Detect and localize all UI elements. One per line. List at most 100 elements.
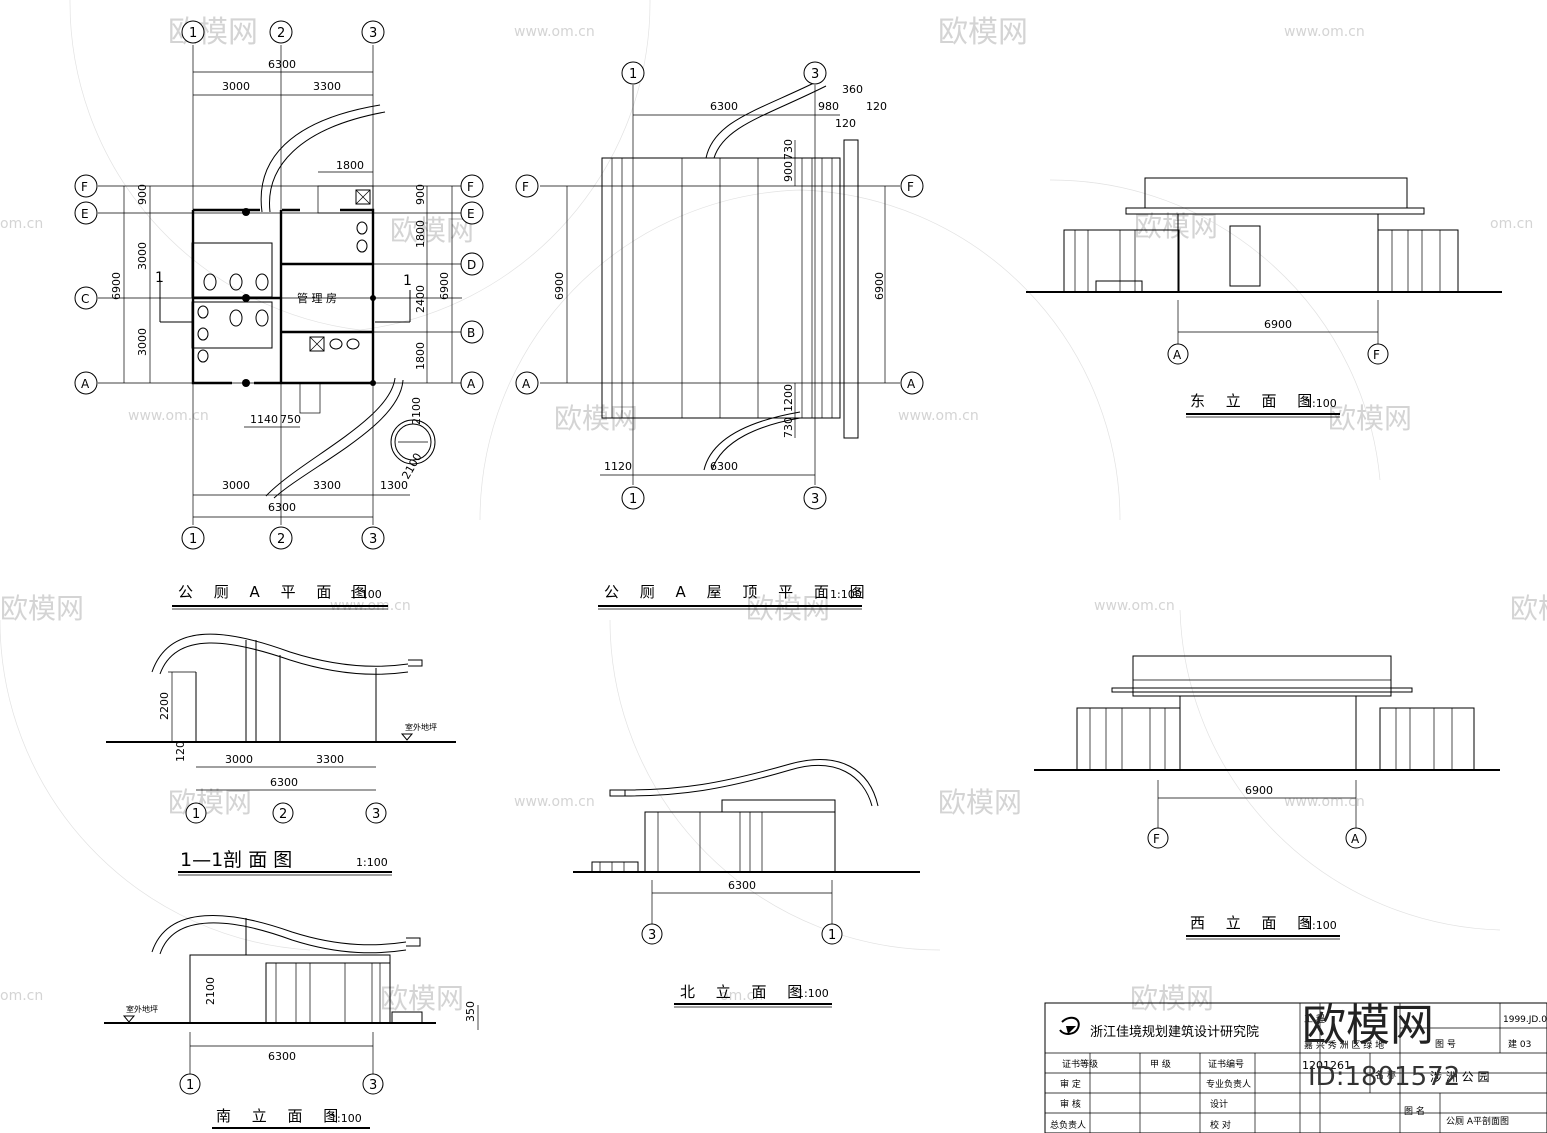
grid-bubble-b: B: [467, 326, 475, 340]
grid-bubble-f: F: [907, 180, 914, 194]
dim-left-3000b: 3000: [136, 328, 149, 356]
project-name: 涉 洲 公 园: [1430, 1070, 1489, 1084]
watermark-site: om.cn: [720, 988, 763, 1004]
roof-scale: 1:100: [830, 588, 862, 601]
dim-bottom-bay-1: 3000: [222, 479, 250, 492]
grid-bubble-3: 3: [811, 492, 819, 507]
watermark-brand: 欧模网: [1328, 402, 1412, 435]
section-mark-right: 1: [403, 273, 412, 289]
dim-manager-width: 1800: [336, 159, 364, 172]
institute-logo-icon: [1059, 1016, 1080, 1035]
roof-dim-730-top: 730: [782, 139, 795, 160]
north-dim-6300: 6300: [728, 879, 756, 892]
west-title: 西 立 面 图: [1190, 914, 1320, 932]
roof-plan: 6300 980 360 120 120 730 900 1200 730 69…: [515, 61, 924, 610]
grid-bubble-3: 3: [369, 532, 377, 547]
grid-bubble-c: C: [81, 292, 89, 306]
sheet-number: 建 03: [1508, 1038, 1531, 1050]
grid-bubbles-roof: 1 3 1 3 F A F A: [515, 61, 924, 510]
roof-dim-900: 900: [782, 161, 795, 182]
dim-tank-bottom: 2100: [399, 451, 424, 482]
roof-dim-6300-top: 6300: [710, 100, 738, 113]
dim-bottom-total: 6300: [268, 501, 296, 514]
watermark-brand: 欧模网: [390, 214, 474, 247]
section-mark-left: 1: [155, 270, 164, 286]
east-scale: 1:100: [1305, 397, 1337, 410]
watermark-brand: 欧模网: [938, 786, 1022, 819]
discipline-label: 专业负责人: [1206, 1078, 1251, 1090]
plan-scale: 1:100: [350, 588, 382, 601]
watermark-brand: 欧模网: [1510, 592, 1547, 625]
watermark-brand: 欧模网: [0, 592, 84, 625]
section-title: 1—1剖 面 图: [180, 849, 292, 871]
grid-bubble-1: 1: [629, 492, 637, 507]
grid-bubble-f: F: [1153, 832, 1160, 846]
dim-left-3000a: 3000: [136, 242, 149, 270]
south-elevation: 2100 6300 350 室外地坪 1 3 南 立 面 图 1:100: [104, 915, 479, 1129]
toilet-fixtures: [197, 189, 371, 363]
north-elevation: 6300 3 1 北 立 面 图 1:100: [573, 759, 920, 1008]
approve-label: 审 定: [1060, 1078, 1081, 1090]
watermark-site: www.om.cn: [1284, 794, 1365, 810]
section-dim-3300: 3300: [316, 753, 344, 766]
grid-bubble-a: A: [467, 377, 476, 391]
grid-bubble-2: 2: [277, 26, 285, 41]
watermark-site: www.om.cn: [1094, 598, 1175, 614]
grid-bubble-a: A: [522, 377, 531, 391]
roof-dim-1200: 1200: [782, 384, 795, 412]
section-1-1: 2200 120 3000 3300 6300 室外地坪 1 2 3 1—1剖 …: [106, 633, 456, 876]
watermark-brand: 欧模网: [168, 15, 258, 50]
drawing-name-label: 图 名: [1404, 1105, 1425, 1117]
east-title: 东 立 面 图: [1190, 392, 1320, 410]
plan-title: 公 厕 A 平 面 图: [178, 583, 375, 601]
watermark-layer: 欧模网 欧模网 欧模网 欧模网 欧模网 欧模网 欧模网 欧模网 欧模网 欧模网 …: [0, 0, 1547, 1015]
section-dim-6300: 6300: [270, 776, 298, 789]
section-dim-2200: 2200: [158, 692, 171, 720]
watermark-site: www.om.cn: [128, 408, 209, 424]
watermark-site: om.cn: [1490, 216, 1533, 232]
roof-dim-120a: 120: [866, 100, 887, 113]
grid-bubble-e: E: [81, 207, 89, 221]
floor-plan: 1 1 管 理 房 6300 3000 3300 1800 3000 3300 …: [74, 20, 484, 610]
grid-bubble-f: F: [81, 180, 88, 194]
graph-label: 图 号: [1435, 1039, 1456, 1050]
grid-bubble-1: 1: [189, 26, 197, 41]
roof-dim-120b: 120: [835, 117, 856, 130]
watermark-brand: 欧模网: [1130, 982, 1214, 1015]
dim-right-1800b: 1800: [414, 342, 427, 370]
grid-bubble-a: A: [1173, 348, 1182, 362]
grid-bubble-a: A: [81, 377, 90, 391]
project-label: 工 程: [1304, 1014, 1325, 1025]
roof-dim-360: 360: [842, 83, 863, 96]
watermark-site: www.om.cn: [514, 794, 595, 810]
roof-dim-6900-right: 6900: [873, 272, 886, 300]
watermark-brand: 欧模网: [380, 982, 464, 1015]
roof-dim-1120: 1120: [604, 460, 632, 473]
grid-bubble-3: 3: [811, 67, 819, 82]
dim-entry-2: 750: [280, 413, 301, 426]
watermark-brand: 欧模网: [1134, 210, 1218, 243]
cert-level-label: 证书等级: [1062, 1058, 1098, 1070]
grid-bubble-f: F: [1373, 348, 1380, 362]
south-dim-2100: 2100: [204, 977, 217, 1005]
watermark-site: www.om.cn: [514, 24, 595, 40]
dim-bottom-extra: 1300: [380, 479, 408, 492]
manager-room-label: 管 理 房: [297, 291, 337, 305]
grid-bubble-e: E: [467, 207, 475, 221]
grid-bubble-a: A: [1351, 832, 1360, 846]
grid-bubble-1: 1: [629, 67, 637, 82]
grid-bubble-2: 2: [277, 532, 285, 547]
grid-bubble-1: 1: [828, 928, 836, 943]
grid-bubbles-plan: 1 2 3 1 2 3 F E C A F E D B A: [74, 20, 484, 550]
roof-dim-730-bottom: 730: [782, 417, 795, 438]
dim-right-2400: 2400: [414, 285, 427, 313]
cert-number: 1201261: [1302, 1059, 1351, 1072]
east-dim-6900: 6900: [1264, 318, 1292, 331]
cert-grade: 甲 级: [1150, 1058, 1171, 1070]
review-label: 审 核: [1060, 1098, 1081, 1110]
grid-bubble-1: 1: [186, 1078, 194, 1093]
section-scale: 1:100: [356, 856, 388, 869]
dim-bay-2: 3300: [313, 80, 341, 93]
watermark-id: ID:1801572: [1308, 1062, 1460, 1092]
